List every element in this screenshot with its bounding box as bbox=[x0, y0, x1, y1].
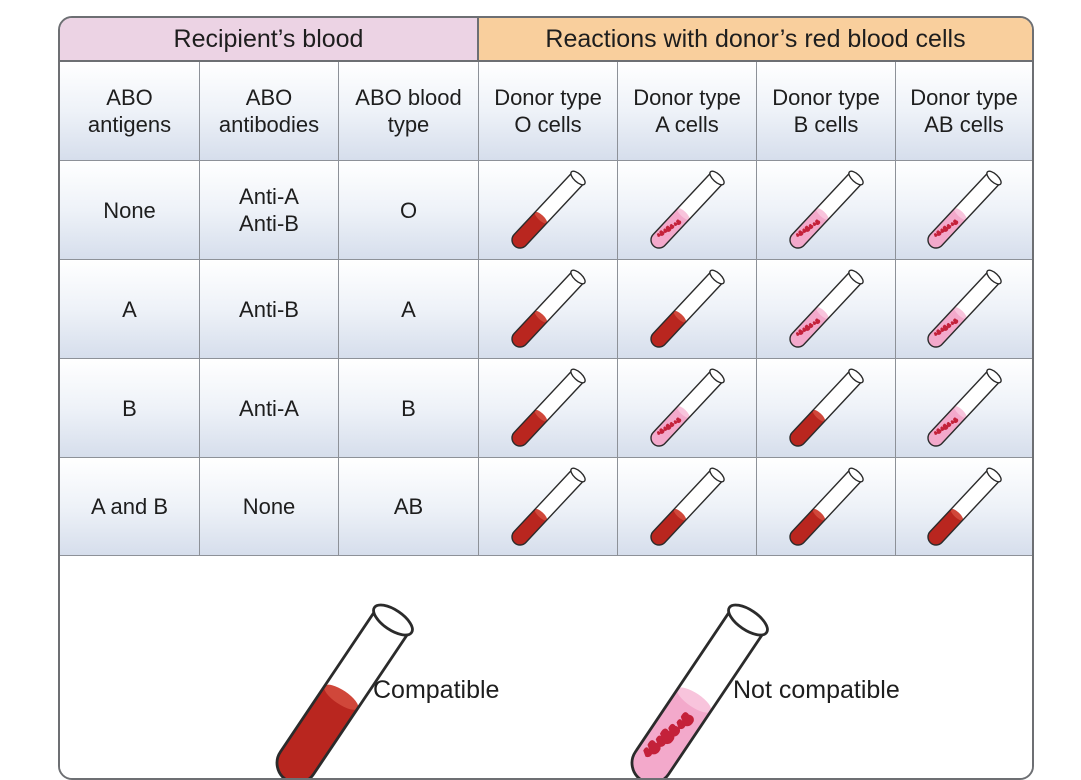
row-2-type-cell: B bbox=[339, 359, 479, 458]
donor-reactions-header: Reactions with donor’s red blood cells bbox=[479, 18, 1032, 62]
row-1-reaction-cell-0 bbox=[479, 260, 618, 359]
column-header-label: Donor type A cells bbox=[633, 85, 741, 137]
row-3-reaction-cell-0 bbox=[479, 458, 618, 556]
compatible-tube-icon bbox=[650, 467, 725, 546]
row-antigens-value: B bbox=[122, 395, 137, 421]
row-1-reaction-cell-3 bbox=[896, 260, 1032, 359]
compatible-tube-icon bbox=[511, 269, 586, 348]
row-3-antigens-cell: A and B bbox=[60, 458, 200, 556]
column-header-label: ABO blood type bbox=[355, 85, 462, 137]
row-antibodies-value: None bbox=[242, 494, 296, 519]
row-antibodies-value: Anti-A bbox=[239, 395, 299, 421]
row-3-reaction-cell-3 bbox=[896, 458, 1032, 556]
not-compatible-tube-icon bbox=[650, 368, 725, 447]
row-antigens-value: A bbox=[122, 296, 137, 322]
column-header-label: Donor type AB cells bbox=[910, 85, 1018, 137]
row-2-antibodies-cell: Anti-A bbox=[200, 359, 339, 458]
compatible-tube-icon bbox=[511, 170, 586, 249]
row-1-reaction-cell-2 bbox=[757, 260, 896, 359]
row-0-antibodies-cell: Anti-A Anti-B bbox=[200, 161, 339, 260]
row-antibodies-value: Anti-B bbox=[239, 296, 299, 322]
column-header-3: Donor type O cells bbox=[479, 62, 618, 161]
blood-compatibility-table: Recipient’s blood Reactions with donor’s… bbox=[58, 16, 1034, 780]
column-header-4: Donor type A cells bbox=[618, 62, 757, 161]
compatible-tube-icon bbox=[650, 269, 725, 348]
column-header-0: ABO antigens bbox=[60, 62, 200, 161]
row-type-value: AB bbox=[393, 494, 424, 519]
row-0-reaction-cell-1 bbox=[618, 161, 757, 260]
not-compatible-tube-icon bbox=[927, 170, 1002, 249]
compatible-tube-icon bbox=[511, 368, 586, 447]
row-3-reaction-cell-2 bbox=[757, 458, 896, 556]
recipient-blood-header: Recipient’s blood bbox=[60, 18, 479, 62]
compatible-tube-icon bbox=[511, 467, 586, 546]
row-3-type-cell: AB bbox=[339, 458, 479, 556]
row-1-type-cell: A bbox=[339, 260, 479, 359]
not-compatible-tube-icon bbox=[927, 368, 1002, 447]
row-antigens-value: A and B bbox=[90, 494, 169, 519]
column-header-6: Donor type AB cells bbox=[896, 62, 1032, 161]
row-type-value: A bbox=[401, 296, 416, 322]
row-antigens-value: None bbox=[103, 197, 156, 223]
row-1-reaction-cell-1 bbox=[618, 260, 757, 359]
row-type-value: B bbox=[401, 395, 416, 421]
legend: Compatible Not compatible bbox=[60, 556, 1032, 778]
row-3-antibodies-cell: None bbox=[200, 458, 339, 556]
row-0-reaction-cell-3 bbox=[896, 161, 1032, 260]
column-header-label: ABO antigens bbox=[87, 85, 172, 137]
row-antibodies-value: Anti-A Anti-B bbox=[239, 184, 299, 236]
row-1-antibodies-cell: Anti-B bbox=[200, 260, 339, 359]
not-compatible-tube-icon bbox=[789, 269, 864, 348]
not-compatible-tube-icon bbox=[650, 170, 725, 249]
row-0-antigens-cell: None bbox=[60, 161, 200, 260]
not-compatible-tube-icon bbox=[789, 170, 864, 249]
row-2-antigens-cell: B bbox=[60, 359, 200, 458]
column-header-label: Donor type B cells bbox=[772, 85, 880, 137]
row-0-reaction-cell-0 bbox=[479, 161, 618, 260]
compatible-tube-icon bbox=[789, 467, 864, 546]
compatible-tube-icon bbox=[927, 467, 1002, 546]
compatible-tube-icon bbox=[789, 368, 864, 447]
compatibility-grid: ABO antigens ABO antibodies ABO blood type… bbox=[60, 62, 1032, 558]
column-header-2: ABO blood type bbox=[339, 62, 479, 161]
row-0-reaction-cell-2 bbox=[757, 161, 896, 260]
column-header-label: Donor type O cells bbox=[494, 85, 602, 137]
legend-compatible-label: Compatible bbox=[373, 676, 500, 704]
not-compatible-tube-icon bbox=[927, 269, 1002, 348]
column-header-1: ABO antibodies bbox=[200, 62, 339, 161]
legend-not-compatible-label: Not compatible bbox=[733, 676, 900, 704]
row-2-reaction-cell-3 bbox=[896, 359, 1032, 458]
row-2-reaction-cell-2 bbox=[757, 359, 896, 458]
column-header-5: Donor type B cells bbox=[757, 62, 896, 161]
column-header-label: ABO antibodies bbox=[218, 85, 320, 137]
row-2-reaction-cell-1 bbox=[618, 359, 757, 458]
row-1-antigens-cell: A bbox=[60, 260, 200, 359]
row-type-value: O bbox=[399, 197, 418, 223]
row-0-type-cell: O bbox=[339, 161, 479, 260]
row-2-reaction-cell-0 bbox=[479, 359, 618, 458]
row-3-reaction-cell-1 bbox=[618, 458, 757, 556]
